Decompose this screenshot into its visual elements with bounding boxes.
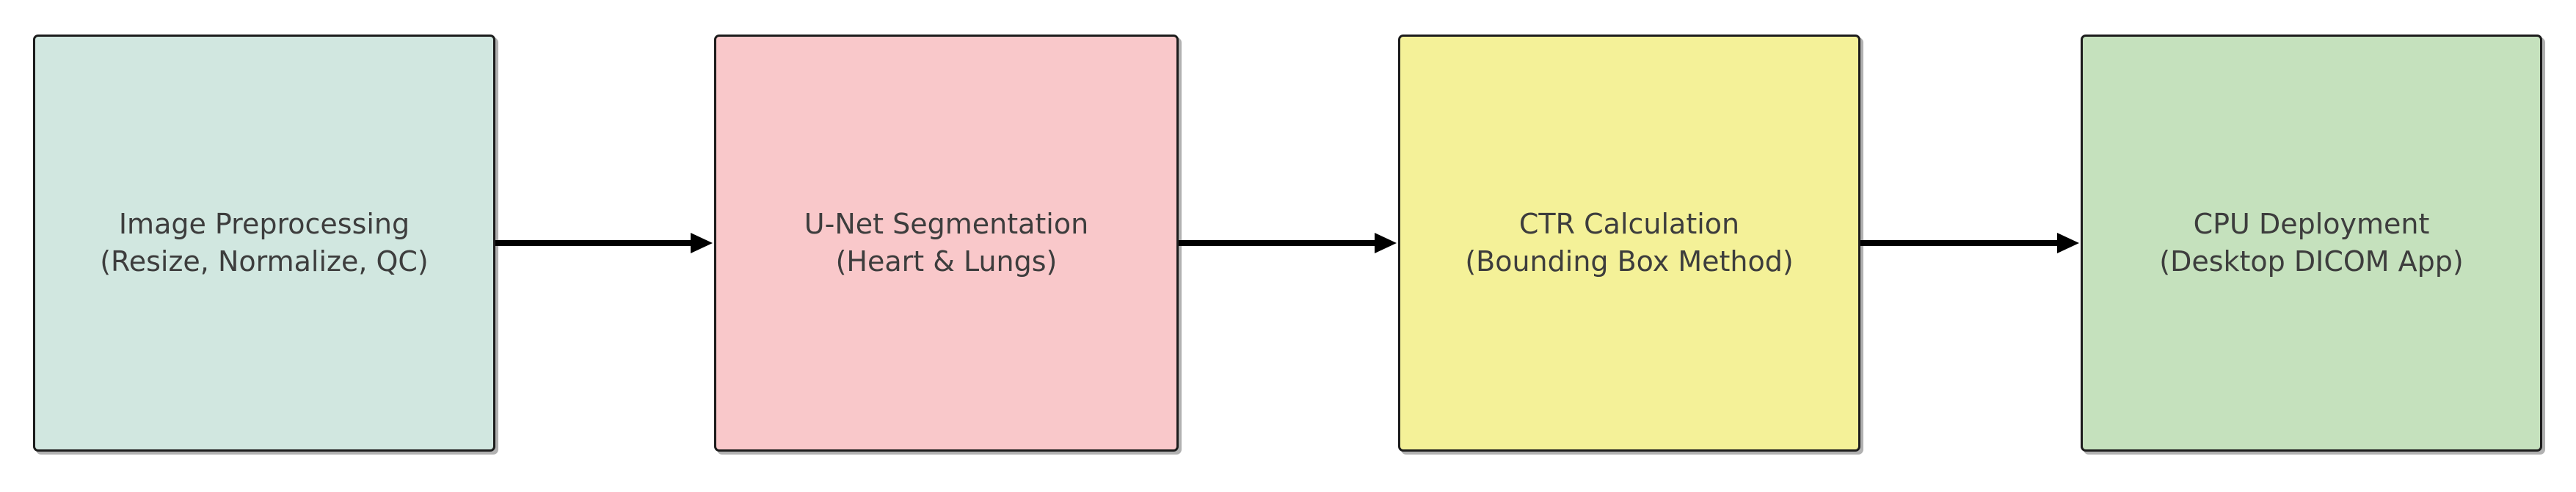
flow-arrow-1 [495, 233, 713, 253]
node-subtitle: (Resize, Normalize, QC) [100, 245, 429, 278]
arrowhead-right-icon [691, 233, 713, 253]
flow-node-ctr-calculation: CTR Calculation (Bounding Box Method) [1398, 35, 1860, 452]
arrow-line [1860, 240, 2059, 246]
flow-node-cpu-deployment: CPU Deployment (Desktop DICOM App) [2081, 35, 2542, 452]
node-title: CPU Deployment [2193, 208, 2430, 240]
node-subtitle: (Desktop DICOM App) [2159, 245, 2464, 278]
flow-arrow-2 [1179, 233, 1397, 253]
flow-arrow-3 [1860, 233, 2079, 253]
node-subtitle: (Bounding Box Method) [1465, 245, 1794, 278]
arrow-line [1179, 240, 1376, 246]
node-subtitle: (Heart & Lungs) [835, 245, 1058, 278]
flow-node-image-preprocessing: Image Preprocessing (Resize, Normalize, … [33, 35, 495, 452]
arrowhead-right-icon [2057, 233, 2079, 253]
arrowhead-right-icon [1375, 233, 1397, 253]
node-title: Image Preprocessing [118, 208, 410, 240]
node-title: U-Net Segmentation [804, 208, 1089, 240]
arrow-line [495, 240, 692, 246]
node-title: CTR Calculation [1518, 208, 1740, 240]
flow-node-unet-segmentation: U-Net Segmentation (Heart & Lungs) [714, 35, 1179, 452]
